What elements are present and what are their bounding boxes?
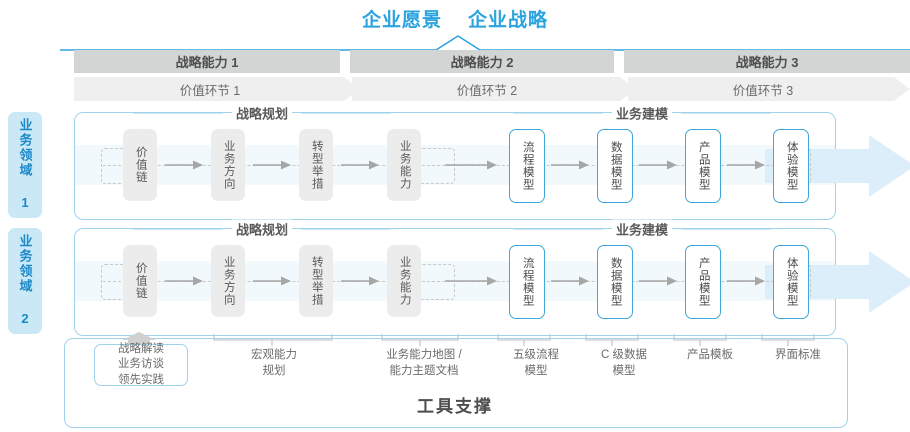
row-1-node-value-chain[interactable]: 价值链 [123, 129, 157, 201]
annotation-interface-standard: 界面标准 [775, 349, 821, 361]
row-2-node-business-capability[interactable]: 业务能力 [387, 245, 421, 317]
value-chain-row: 价值环节 1 价值环节 2 价值环节 3 [74, 77, 910, 101]
row-1-arrow-3 [341, 160, 379, 170]
row-1-node-process-model[interactable]: 流程模型 [509, 129, 545, 203]
row-2-section-header-modeling: 业务建模 [513, 219, 772, 239]
title-enterprise-vision: 企业愿景 [361, 9, 442, 31]
title-enterprise-strategy: 企业战略 [468, 9, 549, 31]
row-2-node-product-model[interactable]: 产品模型 [685, 245, 721, 319]
row-2-node-transformation-measures[interactable]: 转型举措 [299, 245, 333, 317]
row-1-section-header-modeling: 业务建模 [513, 103, 772, 123]
row-1-arrow-7 [727, 160, 765, 170]
row-2-section-title-modeling: 业务建模 [612, 219, 673, 239]
row-2-node-data-model[interactable]: 数据模型 [597, 245, 633, 319]
capability-bar-2[interactable]: 战略能力 2 [350, 50, 614, 73]
domain-side-label-2-text: 业务领域 2 [17, 234, 33, 328]
row-1-node-product-model[interactable]: 产品模型 [685, 129, 721, 203]
annotation-line-1: 战略解读 [118, 342, 164, 355]
row-1-arrow-2 [253, 160, 291, 170]
row-2-arrow-7 [727, 276, 765, 286]
row-1-section-title-modeling: 业务建模 [612, 103, 673, 123]
value-chain-label-2[interactable]: 价值环节 2 [456, 83, 518, 98]
row-1-arrow-4 [445, 160, 497, 170]
annotation-c-level-data-model: C 级数据 模型 [601, 349, 647, 377]
row-2-arrow-3 [341, 276, 379, 286]
row-1-arrow-6 [639, 160, 677, 170]
domain-row-1: 战略规划 业务建模 价值链 业务方向 转型举措 业务能力 流程模型 数据模型 [74, 103, 910, 220]
domain-row-2: 战略规划 业务建模 价值链 业务方向 转型举措 业务能力 流程模型 数据模型 产… [74, 219, 910, 336]
row-1-node-business-direction[interactable]: 业务方向 [211, 129, 245, 201]
annotation-capability-map: 业务能力地图 / 能力主题文档 [386, 349, 462, 377]
annotation-macro-capability-planning: 宏观能力 规划 [251, 349, 297, 377]
value-chain-chevrons [74, 77, 910, 101]
domain-side-label-2: 业务领域 2 [8, 228, 42, 334]
annotation-line-2: 业务访谈 [118, 358, 164, 371]
row-2-arrow-1 [165, 276, 203, 286]
domain-side-label-1: 业务领域 1 [8, 112, 42, 218]
row-2-arrow-2 [253, 276, 291, 286]
value-chain-label-3[interactable]: 价值环节 3 [732, 83, 794, 98]
row-2-arrow-6 [639, 276, 677, 286]
row-2-node-business-direction[interactable]: 业务方向 [211, 245, 245, 317]
value-chain-label-1[interactable]: 价值环节 1 [179, 83, 241, 98]
row-1-node-transformation-measures[interactable]: 转型举措 [299, 129, 333, 201]
row-1-node-data-model[interactable]: 数据模型 [597, 129, 633, 203]
row-2-node-process-model[interactable]: 流程模型 [509, 245, 545, 319]
annotation-product-template: 产品模板 [687, 349, 733, 361]
annotation-line-3: 领先实践 [118, 373, 164, 386]
row-2-node-value-chain[interactable]: 价值链 [123, 245, 157, 317]
row-1-arrow-5 [551, 160, 589, 170]
tool-support-container [64, 338, 848, 428]
annotation-five-level-process-model: 五级流程 模型 [513, 349, 559, 377]
row-2-arrow-4 [445, 276, 497, 286]
row-2-arrow-5 [551, 276, 589, 286]
row-1-section-title-planning: 战略规划 [232, 103, 293, 123]
row-1-node-experience-model[interactable]: 体验模型 [773, 129, 809, 203]
domain-side-label-1-text: 业务领域 1 [17, 118, 33, 212]
row-2-section-header-planning: 战略规划 [133, 219, 392, 239]
capability-bar-row: 战略能力 1 战略能力 2 战略能力 3 [74, 50, 910, 73]
row-1-node-business-capability[interactable]: 业务能力 [387, 129, 421, 201]
row-2-node-experience-model[interactable]: 体验模型 [773, 245, 809, 319]
tool-support-label: 工具支撑 [417, 397, 493, 416]
capability-bar-1[interactable]: 战略能力 1 [74, 50, 340, 73]
row-1-arrow-1 [165, 160, 203, 170]
diagram-title: 企业愿景 企业战略 [0, 4, 910, 32]
row-2-section-title-planning: 战略规划 [232, 219, 293, 239]
capability-bar-3[interactable]: 战略能力 3 [624, 50, 910, 73]
annotation-strategy-interpretation[interactable]: 战略解读 业务访谈 领先实践 [94, 342, 188, 386]
row-1-section-header-planning: 战略规划 [133, 103, 392, 123]
